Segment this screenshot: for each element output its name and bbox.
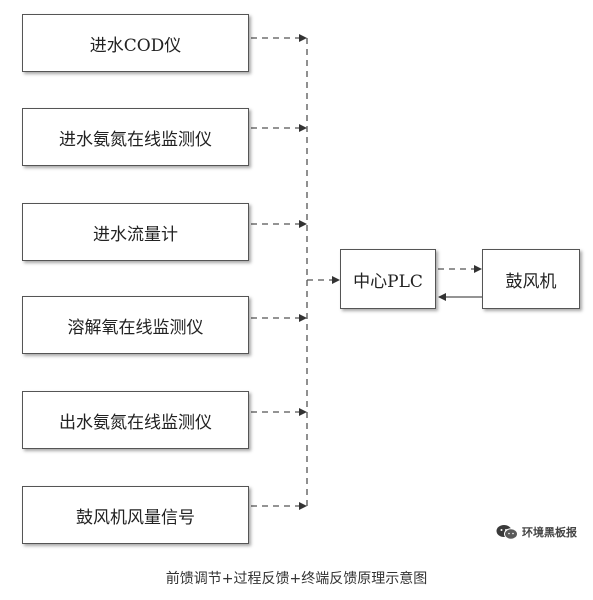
input-box-influent-ammonia-monitor: 进水氨氮在线监测仪 bbox=[22, 108, 249, 166]
input-box-influent-flow-meter: 进水流量计 bbox=[22, 203, 249, 261]
input-box-label: 进水流量计 bbox=[93, 224, 178, 245]
watermark: 环境黑板报 bbox=[496, 524, 577, 540]
input-box-label: 溶解氧在线监测仪 bbox=[67, 317, 204, 338]
wechat-icon bbox=[496, 525, 518, 540]
watermark-text: 环境黑板报 bbox=[522, 526, 577, 539]
actuator-label: 鼓风机 bbox=[505, 271, 557, 292]
input-box-label: 出水氨氮在线监测仪 bbox=[59, 412, 212, 433]
input-box-label: 进水COD仪 bbox=[89, 35, 182, 56]
input-box-blower-airflow-signal: 鼓风机风量信号 bbox=[22, 486, 249, 544]
diagram-caption: 前馈调节+过程反馈+终端反馈原理示意图 bbox=[165, 571, 428, 587]
input-box-label: 进水氨氮在线监测仪 bbox=[59, 129, 212, 150]
controller-label: 中心PLC bbox=[353, 271, 423, 292]
input-box-effluent-ammonia-monitor: 出水氨氮在线监测仪 bbox=[22, 391, 249, 449]
actuator-box-blower: 鼓风机 bbox=[482, 249, 580, 309]
controller-box-plc: 中心PLC bbox=[340, 249, 436, 309]
input-box-dissolved-oxygen-monitor: 溶解氧在线监测仪 bbox=[22, 296, 249, 354]
input-box-label: 鼓风机风量信号 bbox=[76, 507, 195, 528]
input-box-cod-meter: 进水COD仪 bbox=[22, 14, 249, 72]
